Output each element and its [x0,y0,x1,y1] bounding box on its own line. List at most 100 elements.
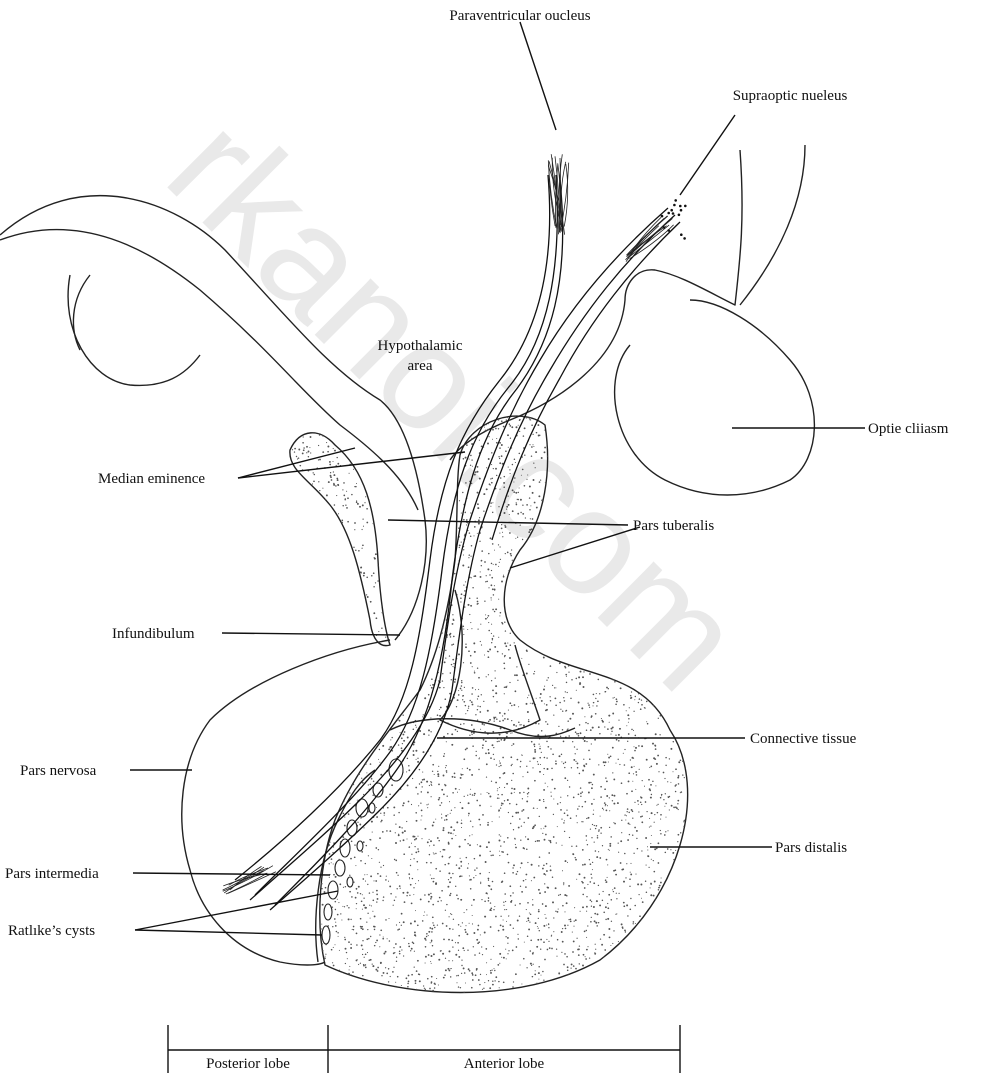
stipple-dot [539,799,541,801]
stipple-dot [419,783,420,784]
stipple-dot [396,658,397,659]
stipple-dot [530,1004,532,1006]
stipple-dot [646,865,647,866]
stipple-dot [475,974,477,976]
stipple-dot [510,901,512,903]
stipple-dot [488,458,490,460]
stipple-dot [371,639,373,641]
stipple-dot [619,728,621,730]
stipple-dot [361,944,363,946]
stipple-dot [609,722,610,723]
stipple-dot [493,754,494,755]
stipple-dot [590,729,592,731]
stipple-dot [459,547,460,548]
stipple-dot [646,721,647,722]
stipple-dot [614,681,616,683]
stipple-dot [544,447,546,449]
stipple-dot [543,941,545,943]
stipple-dot [576,733,578,735]
stipple-dot [461,820,462,821]
stipple-dot [578,954,580,956]
stipple-dot [333,618,335,620]
stipple-dot [431,678,433,680]
stipple-dot [706,876,707,877]
stipple-dot [342,575,344,577]
stipple-dot [482,747,484,749]
stipple-dot [353,980,354,981]
stipple-dot [433,844,435,846]
stipple-dot [397,712,399,714]
stipple-dot [452,776,454,778]
stipple-dot [454,573,456,575]
stipple-dot [348,918,350,920]
stipple-dot [700,934,702,936]
stipple-dot [607,918,609,920]
stipple-dot [418,492,419,493]
stipple-dot [437,721,439,723]
stipple-dot [704,936,706,938]
stipple-dot [347,705,348,706]
stipple-dot [678,761,680,763]
stipple-dot [316,475,318,477]
stipple-dot [502,926,504,928]
stipple-dot [528,928,530,930]
stipple-dot [408,981,410,983]
stipple-dot [383,997,384,998]
stipple-dot [550,700,552,702]
stipple-dot [670,881,671,882]
stipple-dot [331,458,332,459]
stipple-dot [528,920,530,922]
stipple-dot [449,950,451,952]
stipple-dot [536,698,537,699]
stipple-dot [519,431,520,432]
stipple-dot [520,761,521,762]
stipple-dot [374,915,376,917]
stipple-dot [555,887,557,889]
stipple-dot [543,828,544,829]
stipple-dot [412,778,413,779]
stipple-dot [578,646,579,647]
stipple-dot [506,595,508,597]
stipple-dot [421,781,423,783]
stipple-dot [611,921,612,922]
stipple-dot [575,857,576,858]
stipple-dot [639,989,640,990]
stipple-dot [458,694,460,696]
stipple-dot [515,905,516,906]
stipple-dot [613,432,615,434]
stipple-dot [428,729,430,731]
stipple-dot [495,678,496,679]
stipple-dot [633,746,634,747]
stipple-dot [331,862,332,863]
stipple-dot [321,584,323,586]
stipple-dot [414,480,416,482]
stipple-dot [596,705,597,706]
stipple-dot [685,473,686,474]
stipple-dot [474,869,475,870]
stipple-dot [349,966,350,967]
stipple-dot [469,923,470,924]
stipple-dot [430,898,432,900]
stipple-dot [347,618,348,619]
stipple-dot [538,979,539,980]
stipple-dot [538,966,540,968]
stipple-dot [545,874,546,875]
stipple-dot [351,896,353,898]
stipple-dot [343,996,345,998]
stipple-dot [323,639,324,640]
stipple-dot [487,429,489,431]
stipple-dot [625,931,626,932]
stipple-dot [612,1004,613,1005]
stipple-dot [582,965,584,967]
stipple-dot [567,984,569,986]
stipple-dot [372,964,373,965]
stipple-dot [522,629,523,630]
stipple-dot [362,625,363,626]
stipple-dot [510,895,512,897]
stipple-dot [430,896,432,898]
stipple-dot [421,648,422,649]
stipple-dot [331,792,332,793]
stipple-dot [429,839,430,840]
stipple-dot [371,604,373,606]
stipple-dot [361,666,362,667]
